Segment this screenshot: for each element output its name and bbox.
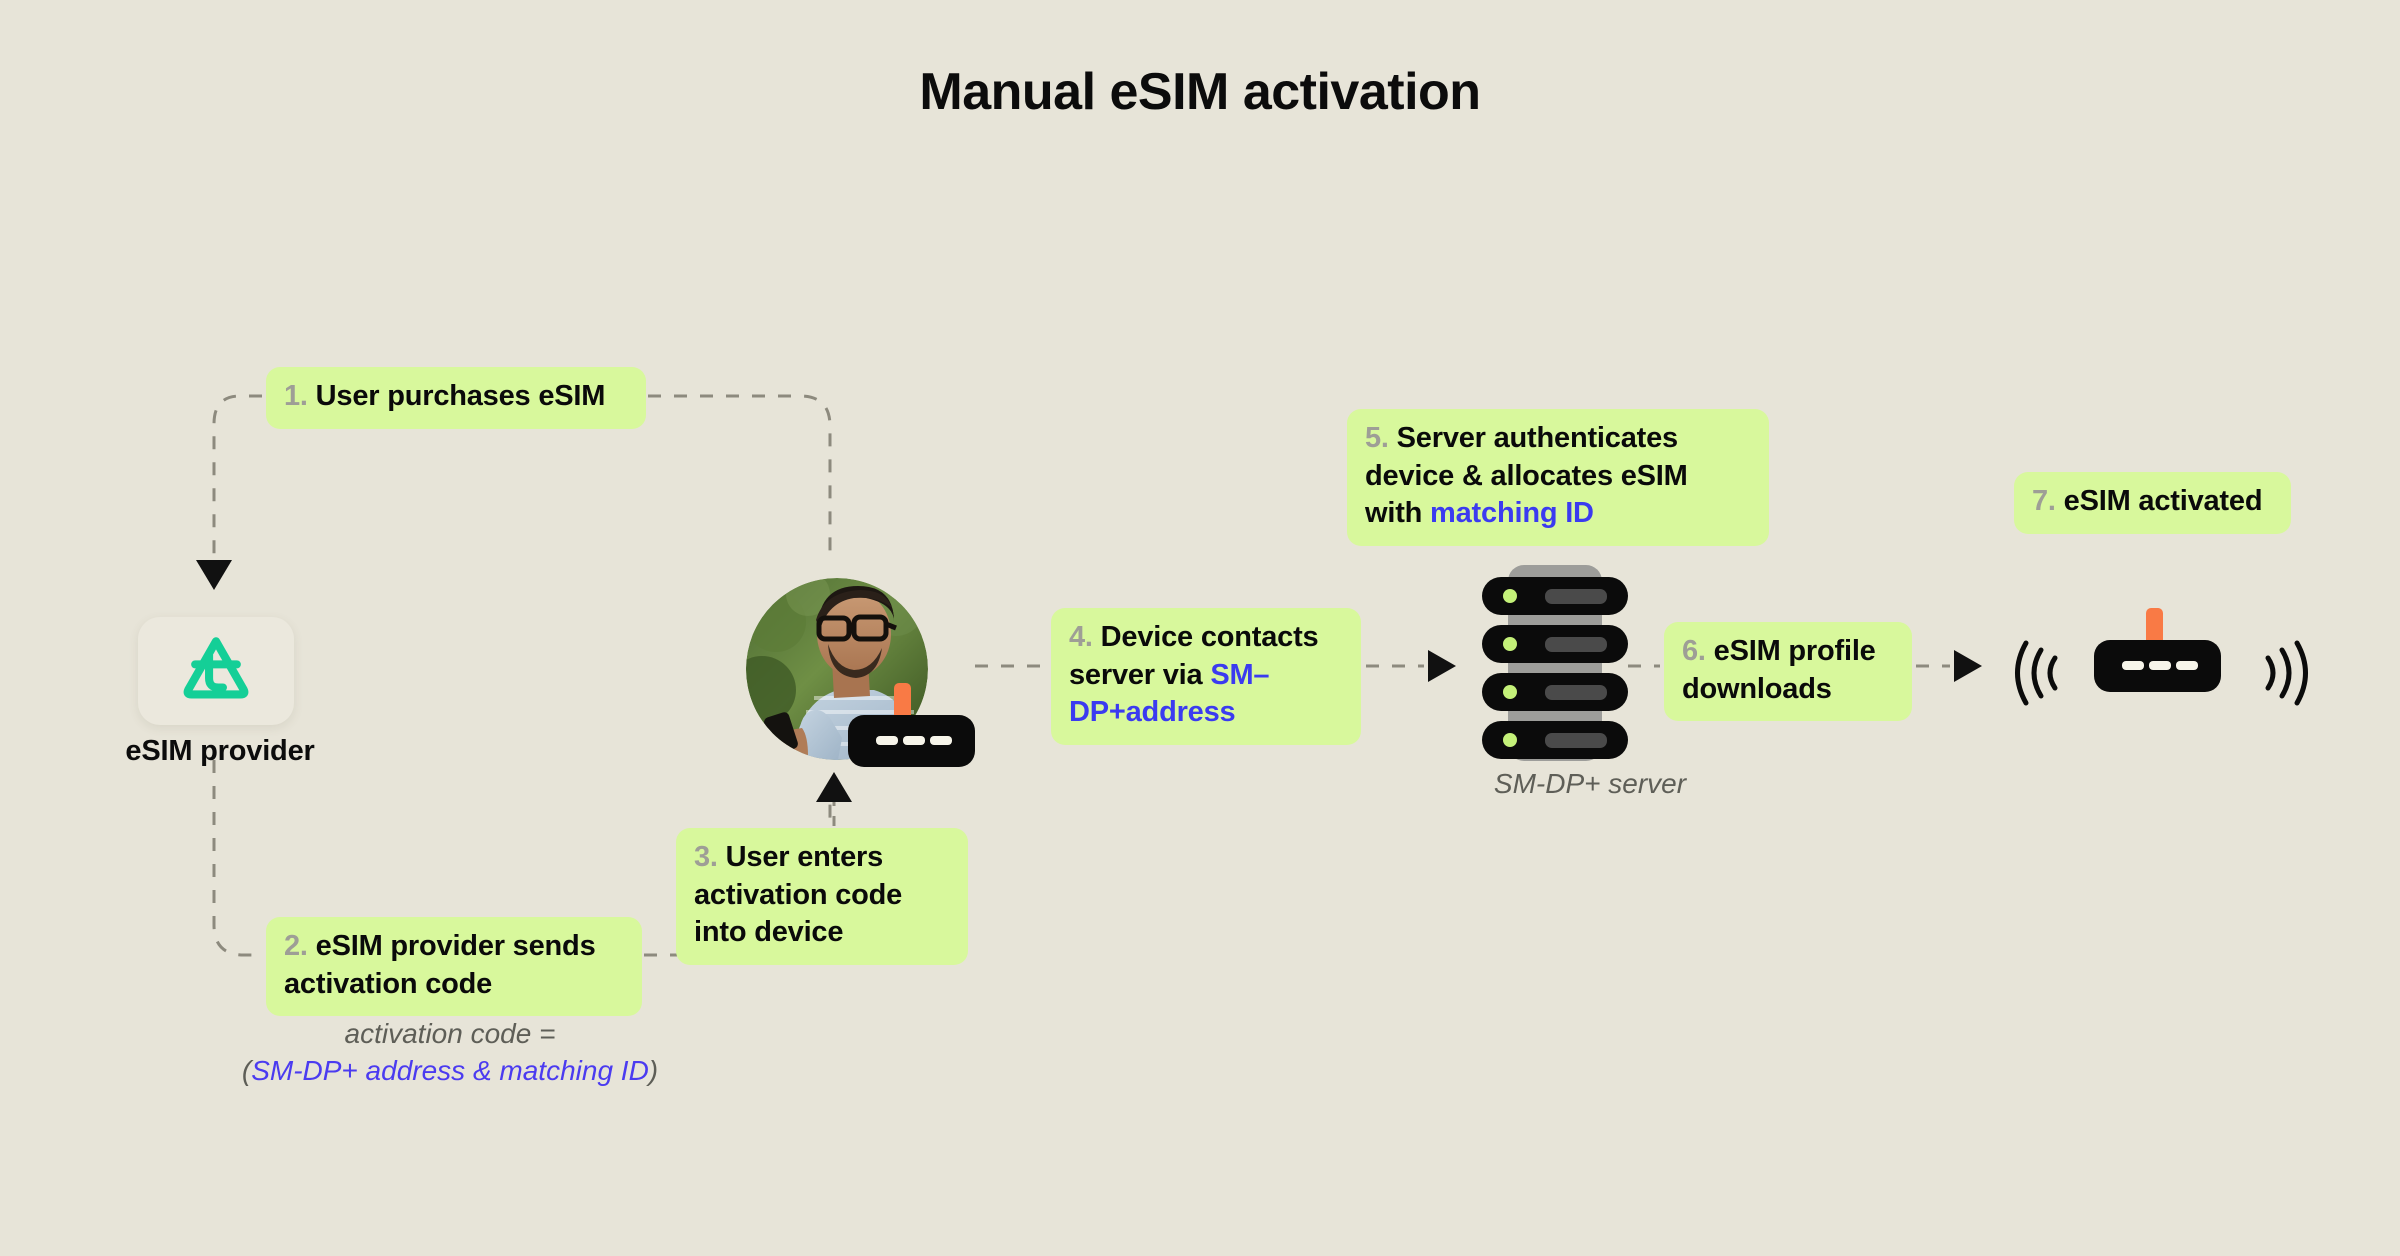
arrowhead-provider-down: [196, 560, 232, 590]
arrowhead-server-right: [1428, 650, 1456, 682]
activation-code-annotation: activation code = (SM-DP+ address & matc…: [140, 1016, 760, 1090]
sm-dp-server-label: SM-DP+ server: [1493, 768, 1687, 799]
antenna-icon: [2146, 608, 2163, 650]
annotation-line-1: activation code =: [344, 1018, 556, 1049]
step-number-2: 2.: [284, 930, 308, 962]
sm-dp-server-node[interactable]: [1482, 565, 1628, 766]
page-title: Manual eSIM activation: [919, 63, 1481, 121]
arrowhead-user-up: [816, 772, 852, 802]
step-chip-3[interactable]: 3. User enters activation code into devi…: [676, 828, 968, 966]
step-text-1: User purchases eSIM: [315, 380, 606, 412]
step-text-3: User enters activation code into device: [694, 841, 903, 949]
step-number-1: 1.: [284, 380, 308, 412]
step-number-4: 4.: [1069, 621, 1093, 653]
step-number-3: 3.: [694, 841, 718, 873]
annotation-paren-close: ): [648, 1054, 659, 1086]
step-chip-6[interactable]: 6. eSIM profile downloads: [1664, 622, 1912, 722]
user-device-icon: [848, 683, 975, 772]
activated-device-icon: [2094, 608, 2221, 697]
wire-provider-to-step2: [212, 760, 262, 957]
esim-provider-logo-icon: [179, 632, 253, 711]
step-number-6: 6.: [1682, 635, 1706, 667]
step-text-2: eSIM provider sends activation code: [284, 930, 596, 1000]
step-text-4: Device contacts server via: [1069, 621, 1319, 691]
annotation-paren-open: (: [241, 1054, 252, 1086]
step-highlight-4: SM–DP+address: [1069, 658, 1270, 729]
arrowhead-device-right: [1954, 650, 1982, 682]
step-number-5: 5.: [1365, 422, 1389, 454]
annotation-line-2: (SM-DP+ address & matching ID): [140, 1053, 760, 1090]
signal-waves-left-icon: [2013, 640, 2065, 711]
step-text-5: Server authenticates device & allocates …: [1365, 422, 1688, 530]
signal-waves-right-icon: [2258, 640, 2310, 711]
step-highlight-5: matching ID: [1430, 497, 1594, 530]
antenna-icon: [894, 683, 911, 725]
step-text-7: eSIM activated: [2063, 485, 2263, 517]
wire-step1-to-provider: [212, 394, 262, 560]
wire-step1-to-user: [648, 394, 832, 562]
step-chip-5[interactable]: 5. Server authenticates device & allocat…: [1347, 409, 1769, 547]
step-chip-1[interactable]: 1. User purchases eSIM: [266, 367, 646, 429]
step-chip-2[interactable]: 2. eSIM provider sends activation code: [266, 917, 642, 1017]
step-text-6: eSIM profile downloads: [1682, 635, 1876, 705]
step-chip-4[interactable]: 4. Device contacts server via SM–DP+addr…: [1051, 608, 1361, 746]
esim-provider-label: eSIM provider: [125, 735, 315, 767]
step-number-7: 7.: [2032, 485, 2056, 517]
step-chip-7[interactable]: 7. eSIM activated: [2014, 472, 2291, 534]
annotation-blue-text: SM-DP+ address & matching ID: [251, 1054, 649, 1086]
esim-provider-node[interactable]: [138, 617, 294, 725]
